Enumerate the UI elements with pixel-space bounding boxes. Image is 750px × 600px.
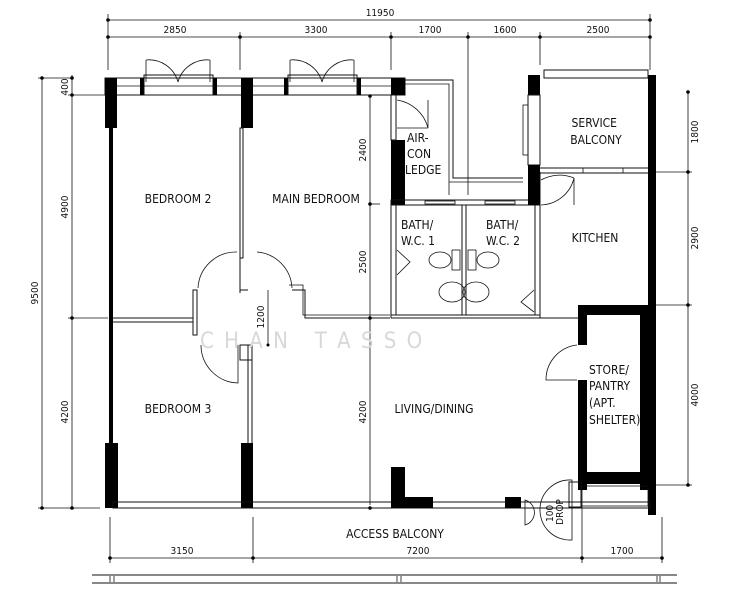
room-label-bath1: BATH/ W.C. 1	[401, 218, 437, 248]
dim-internal-2400: 2400	[358, 138, 369, 161]
store-line-3: (APT.	[589, 396, 616, 410]
dim-overall-width: 11950	[366, 8, 395, 19]
dim-top-3: 1700	[419, 25, 442, 36]
dim-left-overall: 9500	[30, 281, 41, 304]
aircon-line-3: LEDGE	[405, 163, 442, 177]
service-line-1: SERVICE	[572, 116, 618, 130]
bath2-line-2: W.C. 2	[486, 234, 520, 248]
bath2-line-1: BATH/	[486, 218, 519, 232]
dim-bottom-1: 3150	[171, 546, 194, 557]
bath1-line-1: BATH/	[401, 218, 434, 232]
dim-left-3: 4200	[60, 400, 71, 423]
bath1-line-2: W.C. 1	[401, 234, 435, 248]
room-label-living-dining: LIVING/DINING	[394, 402, 473, 416]
room-label-access-balcony: ACCESS BALCONY	[346, 527, 444, 541]
dim-right-2: 2900	[690, 226, 701, 249]
dim-top-2: 3300	[305, 25, 328, 36]
room-label-bath2: BATH/ W.C. 2	[486, 218, 522, 248]
dim-top-5: 2500	[587, 25, 610, 36]
store-line-4: SHELTER)	[589, 413, 640, 427]
aircon-line-2: CON	[407, 147, 431, 161]
drop-line-2: DROP	[555, 499, 566, 525]
watermark: C H A N T A S S O	[200, 329, 424, 354]
dim-bottom-3: 1700	[611, 546, 634, 557]
dim-right-3: 4000	[690, 383, 701, 406]
service-line-2: BALCONY	[570, 133, 622, 147]
doors	[197, 99, 578, 541]
dim-internal-1200: 1200	[256, 305, 267, 328]
room-label-main-bedroom: MAIN BEDROOM	[272, 192, 360, 206]
room-label-service-balcony: SERVICE BALCONY	[570, 116, 622, 147]
dimension-lines	[38, 14, 692, 563]
room-label-bedroom2: BEDROOM 2	[145, 192, 212, 206]
dim-internal-4200: 4200	[358, 400, 369, 423]
store-line-1: STORE/	[589, 363, 629, 377]
dim-left-1: 400	[60, 78, 71, 95]
room-label-bedroom3: BEDROOM 3	[145, 402, 212, 416]
drop-line-1: 100	[545, 505, 556, 522]
room-label-kitchen: KITCHEN	[572, 231, 619, 245]
walls	[92, 59, 677, 584]
room-label-store: STORE/ PANTRY (APT. SHELTER)	[589, 363, 640, 427]
dim-top-4: 1600	[494, 25, 517, 36]
dim-left-2: 4900	[60, 195, 71, 218]
dim-bottom-2: 7200	[407, 546, 430, 557]
drop-label: 100 DROP	[545, 499, 566, 525]
dim-top-1: 2850	[164, 25, 187, 36]
aircon-line-1: AIR-	[407, 131, 429, 145]
room-label-aircon-ledge: AIR- CON LEDGE	[405, 131, 442, 177]
store-line-2: PANTRY	[589, 379, 631, 393]
dim-internal-2500: 2500	[358, 250, 369, 273]
dim-right-1: 1800	[690, 120, 701, 143]
